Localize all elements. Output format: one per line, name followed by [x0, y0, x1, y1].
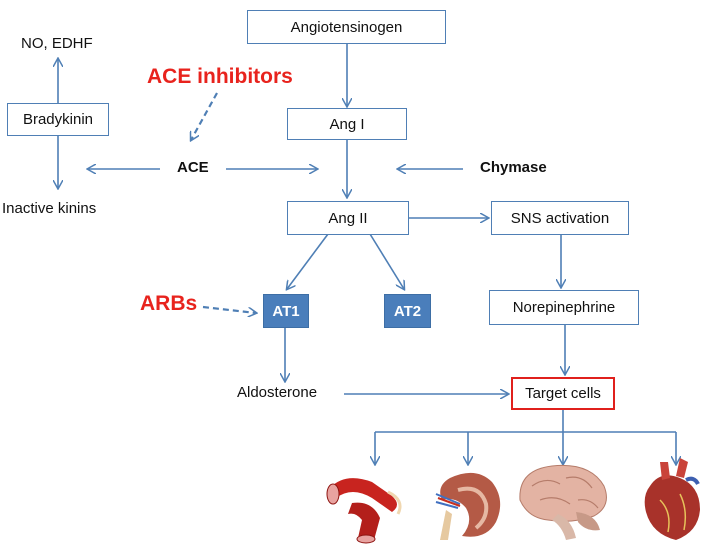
blood-vessel-icon	[326, 478, 402, 544]
target-cells-node: Target cells	[511, 377, 615, 410]
kidney-icon	[435, 472, 501, 540]
arrow-ang2-at2	[369, 233, 404, 289]
arbs-label: ARBs	[140, 292, 198, 315]
norepinephrine-node: Norepinephrine	[489, 290, 639, 325]
ace-inhibitors-label: ACE inhibitors	[147, 65, 293, 88]
heart-icon	[644, 458, 700, 540]
arrow-ang2-at1	[287, 233, 329, 289]
aldosterone-label: Aldosterone	[237, 384, 318, 401]
ang2-node: Ang II	[287, 201, 409, 235]
ace-label: ACE	[177, 159, 209, 176]
dashed-arrow-arbs	[202, 305, 256, 313]
inactive-kinins-label: Inactive kinins	[2, 200, 97, 217]
no-edhf-label: NO, EDHF	[21, 35, 93, 52]
chymase-label: Chymase	[480, 159, 547, 176]
dashed-arrow-ace-inhibitors	[191, 92, 218, 140]
at1-receptor: AT1	[263, 294, 309, 328]
sns-activation-node: SNS activation	[491, 201, 629, 235]
angiotensinogen-node: Angiotensinogen	[247, 10, 446, 44]
at2-receptor: AT2	[384, 294, 431, 328]
brain-icon	[519, 464, 607, 540]
bradykinin-node: Bradykinin	[7, 103, 109, 136]
ang1-node: Ang I	[287, 108, 407, 140]
